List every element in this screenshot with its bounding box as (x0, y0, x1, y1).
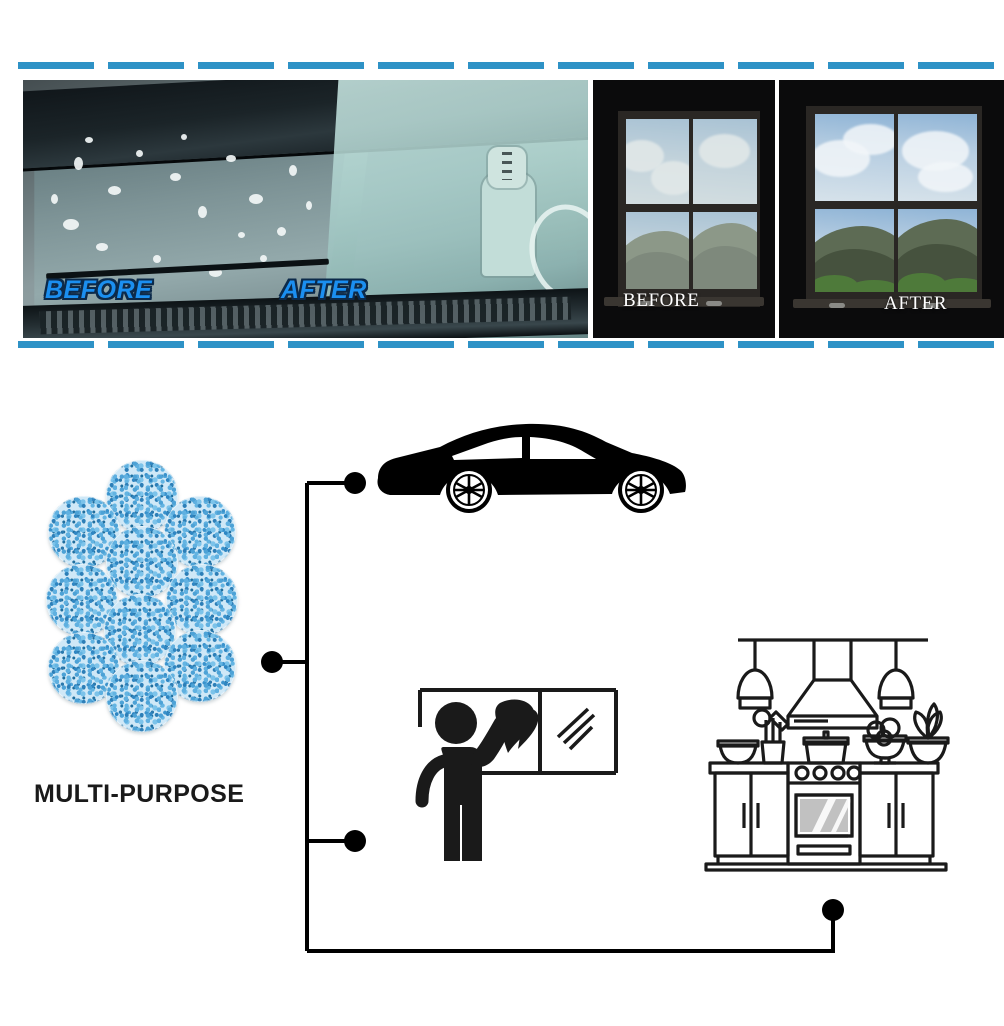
window-latch-right[interactable] (705, 300, 722, 306)
window-pane-bottom-left (625, 211, 690, 289)
tablet (106, 660, 178, 732)
window-pane-top-left (815, 113, 894, 202)
window-pane-top-left (625, 118, 690, 204)
tablet (106, 526, 178, 598)
car-silhouette-icon (377, 423, 686, 513)
window-pane-bottom-left (815, 209, 894, 292)
before-after-banner: BEFORE AFTER (0, 0, 1004, 360)
dashed-divider-bottom (18, 341, 1004, 348)
label-after-window: AFTER (884, 293, 948, 314)
tablet (104, 594, 176, 666)
window-pane-top-right (898, 113, 977, 202)
node-car (344, 472, 366, 494)
connector-diagram (261, 472, 844, 953)
window-pane-bottom-right (898, 209, 977, 292)
window-pane-bottom-right (693, 211, 757, 289)
tablet (46, 564, 118, 636)
window-sill (792, 299, 991, 309)
photo-windshield-comparison: BEFORE AFTER (23, 80, 588, 338)
tablet (48, 496, 120, 568)
window-sill (603, 296, 765, 306)
connector-nodes (261, 472, 844, 921)
tablet (166, 564, 238, 636)
dashed-divider-top (18, 62, 1004, 69)
photo-window-after: AFTER (779, 80, 1004, 338)
label-before-window: BEFORE (623, 290, 700, 311)
node-kitchen (822, 899, 844, 921)
photo-window-before: BEFORE (593, 80, 775, 338)
multi-purpose-usage-diagram: MULTI-PURPOSE (0, 360, 1004, 1026)
node-window-cleaning (261, 651, 283, 673)
label-after-windshield: AFTER (281, 276, 367, 304)
window-latch-right[interactable] (923, 303, 939, 309)
label-before-windshield: BEFORE (45, 276, 153, 304)
tablet-cluster (38, 460, 248, 732)
kitchen-line-art-icon (704, 638, 950, 872)
node-mirror-glass (344, 830, 366, 852)
window-latch-left[interactable] (636, 300, 653, 306)
person-cleaning-window-icon (415, 688, 618, 861)
window-pane-top-right (693, 118, 757, 204)
window-latch-left[interactable] (828, 303, 845, 309)
car-headrest (488, 147, 526, 189)
multi-purpose-title: MULTI-PURPOSE (34, 780, 245, 808)
car-seat (481, 172, 535, 277)
